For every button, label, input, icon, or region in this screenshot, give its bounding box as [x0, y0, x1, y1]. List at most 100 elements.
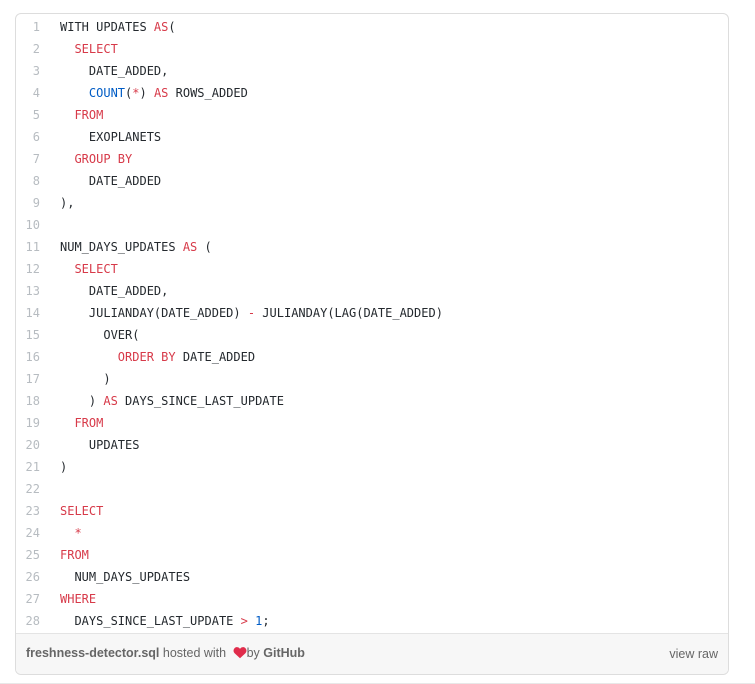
line-number: 2	[32, 42, 40, 56]
line-number: 17	[25, 372, 40, 386]
code-token	[60, 86, 89, 100]
line-number: 21	[25, 460, 40, 474]
keyword-token: >	[240, 614, 248, 628]
line-number: 23	[25, 504, 40, 518]
code-text: UPDATES	[40, 434, 728, 456]
line-number: 13	[25, 284, 40, 298]
code-text: ) AS DAYS_SINCE_LAST_UPDATE	[40, 390, 728, 412]
code-text: DATE_ADDED,	[40, 60, 728, 82]
line-number: 27	[25, 592, 40, 606]
code-token	[60, 416, 74, 430]
keyword-token: *	[74, 526, 82, 540]
code-token: DATE_ADDED,	[60, 284, 169, 298]
code-line: 21)	[16, 456, 728, 478]
code-token: DATE_ADDED,	[60, 64, 169, 78]
code-line: 10	[16, 214, 728, 236]
code-line: 15 OVER(	[16, 324, 728, 346]
code-text: JULIANDAY(DATE_ADDED) - JULIANDAY(LAG(DA…	[40, 302, 728, 324]
code-text: *	[40, 522, 728, 544]
line-number: 24	[25, 526, 40, 540]
code-token: JULIANDAY(DATE_ADDED)	[60, 306, 248, 320]
keyword-token: AS	[153, 20, 169, 34]
line-number: 4	[32, 86, 40, 100]
code-text: FROM	[40, 412, 728, 434]
code-token: )	[60, 372, 111, 386]
code-line: 24 *	[16, 522, 728, 544]
code-line: 7 GROUP BY	[16, 148, 728, 170]
code-token: ;	[262, 614, 270, 628]
code-text: ),	[40, 192, 728, 214]
line-number: 11	[25, 240, 40, 254]
code-token: (	[125, 86, 133, 100]
code-line: 2 SELECT	[16, 38, 728, 60]
line-number: 14	[25, 306, 40, 320]
keyword-token: SELECT	[60, 504, 104, 518]
line-number: 5	[32, 108, 40, 122]
line-number: 9	[32, 196, 40, 210]
code-token	[248, 614, 255, 628]
keyword-token: ORDER BY	[117, 350, 176, 364]
code-line: 18 ) AS DAYS_SINCE_LAST_UPDATE	[16, 390, 728, 412]
code-line: 16 ORDER BY DATE_ADDED	[16, 346, 728, 368]
code-token: UPDATES	[60, 438, 140, 452]
code-line: 8 DATE_ADDED	[16, 170, 728, 192]
code-token: NUM_DAYS_UPDATES	[60, 570, 191, 584]
keyword-token: WHERE	[60, 592, 97, 606]
line-number: 18	[25, 394, 40, 408]
code-token: JULIANDAY(LAG(DATE_ADDED)	[255, 306, 443, 320]
code-text: NUM_DAYS_UPDATES AS (	[40, 236, 728, 258]
code-token: )	[60, 460, 68, 474]
number-token: 1	[255, 614, 263, 628]
code-line: 28 DAYS_SINCE_LAST_UPDATE > 1;	[16, 610, 728, 632]
code-text: NUM_DAYS_UPDATES	[40, 566, 728, 588]
keyword-token: FROM	[74, 108, 104, 122]
by-text: by	[246, 646, 264, 660]
code-line: 4 COUNT(*) AS ROWS_ADDED	[16, 82, 728, 104]
code-line: 19 FROM	[16, 412, 728, 434]
code-text: GROUP BY	[40, 148, 728, 170]
line-number: 16	[25, 350, 40, 364]
code-token	[60, 152, 74, 166]
code-text: )	[40, 368, 728, 390]
gist-meta-footer: freshness-detector.sql hosted with by Gi…	[16, 633, 728, 674]
code-text: SELECT	[40, 500, 728, 522]
code-text: DAYS_SINCE_LAST_UPDATE > 1;	[40, 610, 728, 632]
keyword-token: GROUP BY	[74, 152, 133, 166]
line-number: 15	[25, 328, 40, 342]
code-token: (	[197, 240, 212, 254]
code-text: OVER(	[40, 324, 728, 346]
code-token: OVER(	[60, 328, 140, 342]
code-text: )	[40, 456, 728, 478]
hosted-with-text: hosted with	[159, 646, 230, 660]
code-text	[40, 478, 728, 500]
code-line: 20 UPDATES	[16, 434, 728, 456]
code-token: )	[60, 394, 104, 408]
code-line: 26 NUM_DAYS_UPDATES	[16, 566, 728, 588]
view-raw-link[interactable]: view raw	[669, 647, 718, 661]
code-line: 6 EXOPLANETS	[16, 126, 728, 148]
keyword-token: -	[247, 306, 256, 320]
code-text: SELECT	[40, 38, 728, 60]
code-line: 27 WHERE	[16, 588, 728, 610]
code-line: 14 JULIANDAY(DATE_ADDED) - JULIANDAY(LAG…	[16, 302, 728, 324]
line-number: 6	[32, 130, 40, 144]
code-text: DATE_ADDED,	[40, 280, 728, 302]
code-token: ),	[60, 196, 75, 210]
line-number: 7	[32, 152, 40, 166]
code-token	[60, 108, 74, 122]
github-link[interactable]: GitHub	[263, 646, 305, 660]
gist-meta-left: freshness-detector.sql hosted with by Gi…	[26, 646, 305, 662]
code-token: ROWS_ADDED	[168, 86, 248, 100]
keyword-token: AS	[153, 86, 169, 100]
code-text: WHERE	[40, 588, 728, 610]
filename-link[interactable]: freshness-detector.sql	[26, 646, 160, 660]
code-text: WITH UPDATES AS(	[40, 16, 728, 38]
keyword-token: AS	[103, 394, 118, 408]
code-text: SELECT	[40, 258, 728, 280]
code-text: DATE_ADDED	[40, 170, 728, 192]
code-token: (	[168, 20, 176, 34]
code-line: 12 SELECT	[16, 258, 728, 280]
